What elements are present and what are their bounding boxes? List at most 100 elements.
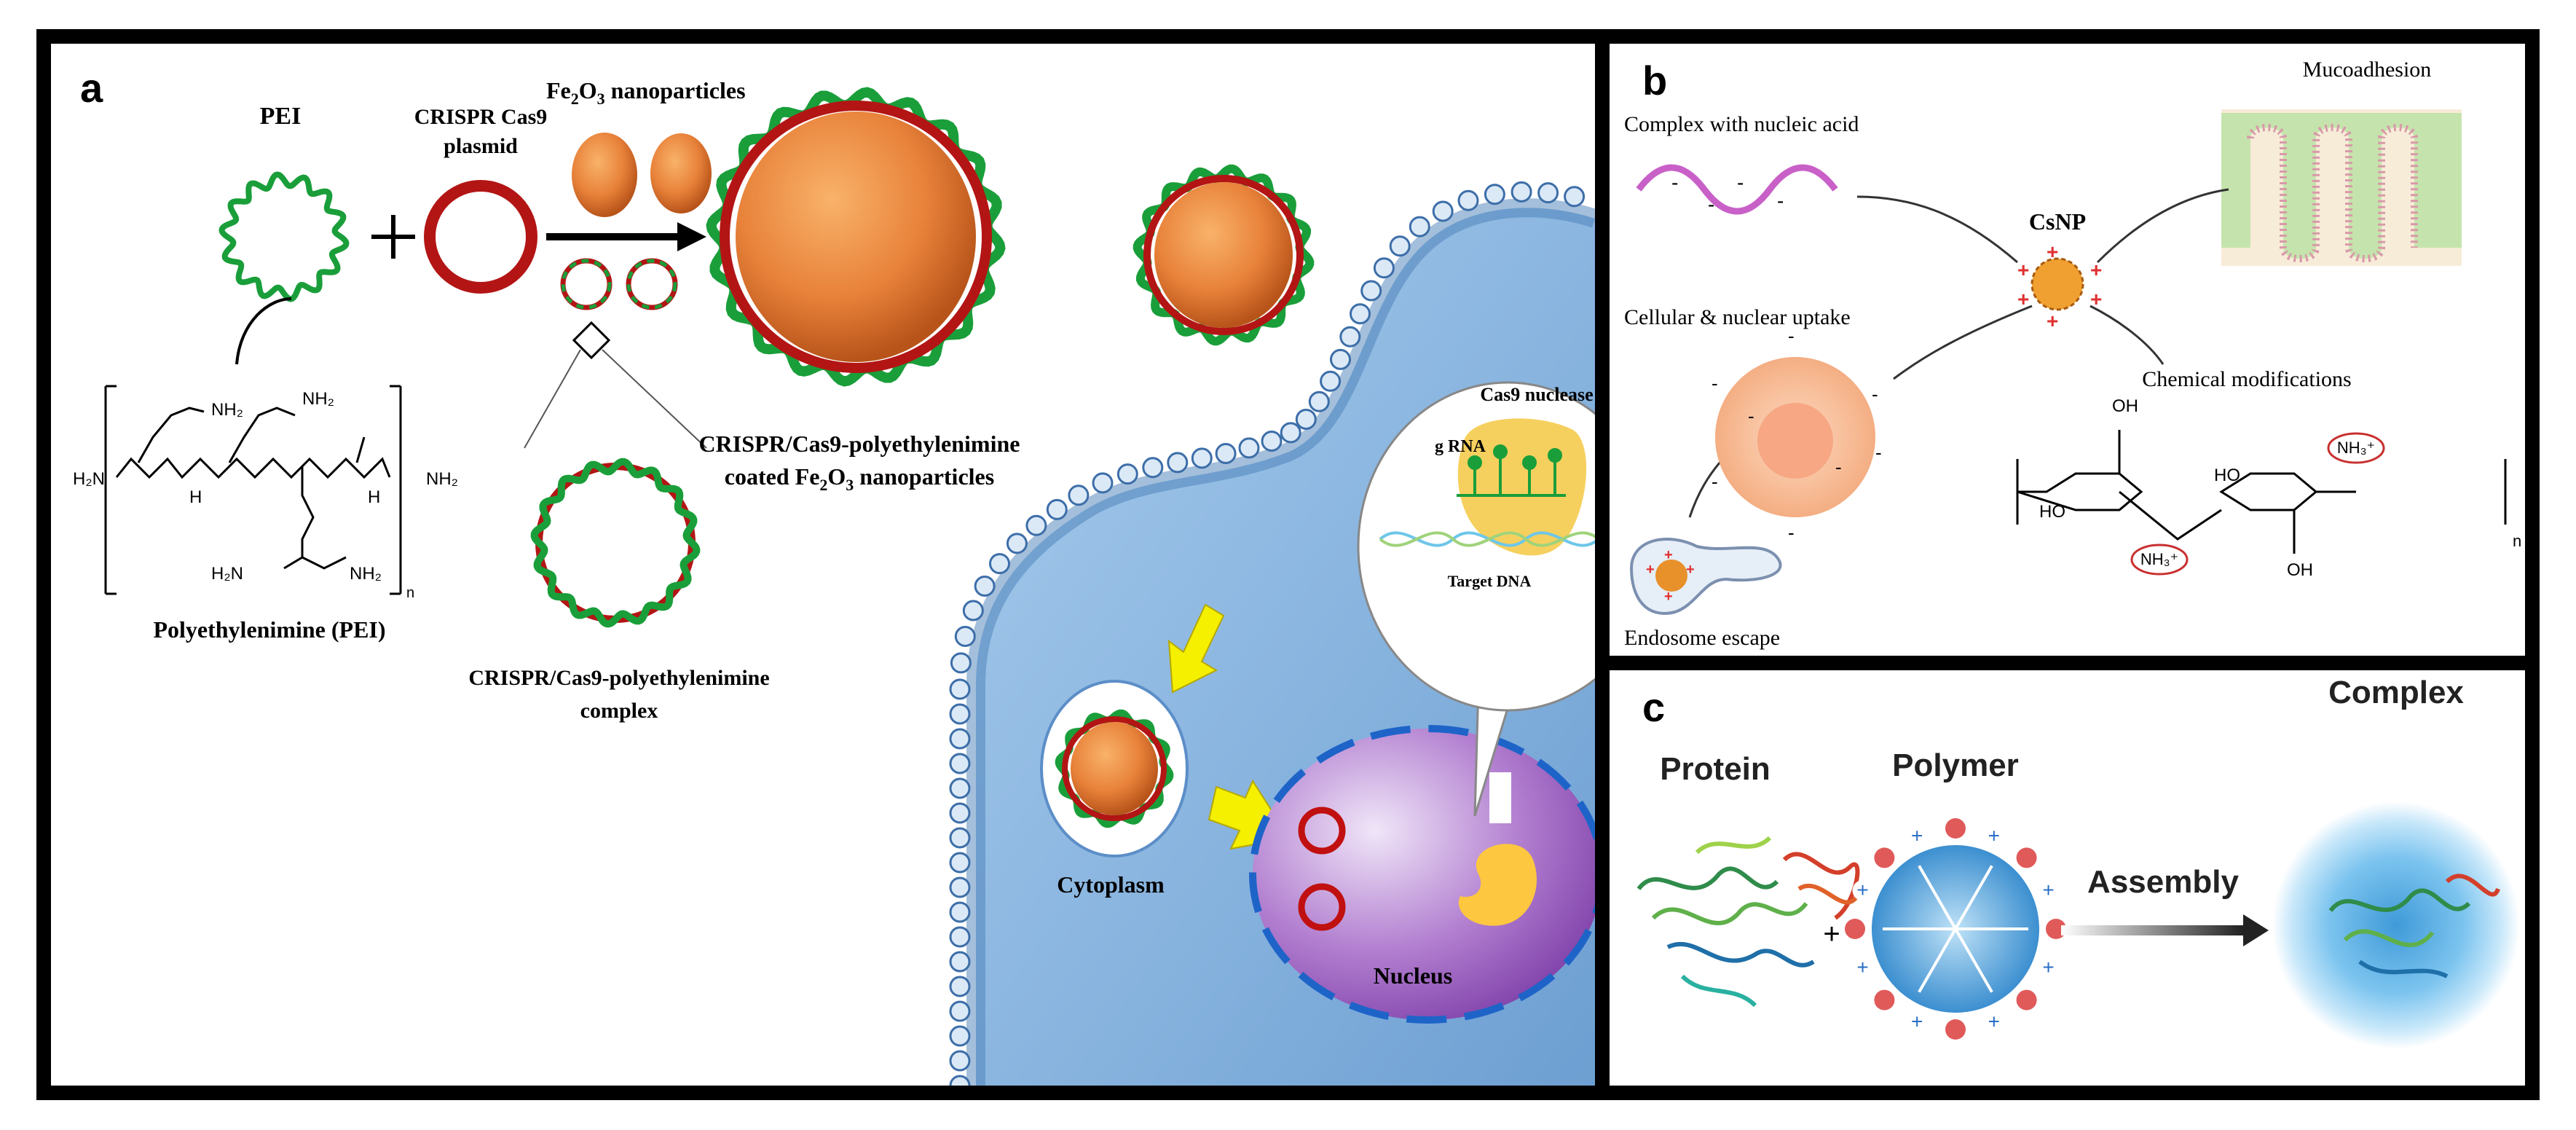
approaching-nanoparticle bbox=[1133, 164, 1315, 346]
svg-text:+: + bbox=[1686, 562, 1695, 578]
dendrimer-charge: + bbox=[1856, 956, 1868, 978]
complex-label-1: CRISPR/Cas9-polyethylenimine bbox=[468, 666, 769, 690]
nucleic-acid-wave bbox=[1636, 164, 1838, 215]
lipid-head bbox=[1006, 533, 1028, 554]
lipid-head bbox=[949, 1000, 971, 1022]
lipid-head bbox=[1142, 457, 1164, 479]
lipid-head bbox=[1068, 484, 1090, 506]
chem-ho2: HO bbox=[2214, 466, 2240, 485]
svg-text:-: - bbox=[1737, 171, 1744, 194]
dendrimer-bead bbox=[1852, 880, 1873, 901]
dendrimer-bead bbox=[1945, 1019, 1966, 1040]
dendrimer-charge: + bbox=[1911, 825, 1923, 847]
nh3-highlight-2 bbox=[2327, 432, 2385, 464]
lipid-head bbox=[989, 553, 1010, 575]
chem-oh2: OH bbox=[2287, 560, 2313, 580]
svg-text:-: - bbox=[1712, 471, 1718, 493]
chem-n-subscript: n bbox=[406, 585, 414, 601]
zoom-line-2 bbox=[602, 349, 707, 449]
dendrimer-charge: + bbox=[2042, 956, 2054, 978]
protein-structure bbox=[1636, 836, 1860, 1008]
cellular-uptake-label: Cellular & nuclear uptake bbox=[1624, 305, 1851, 329]
dendrimer-charge: + bbox=[1988, 825, 2000, 847]
complex-nucleic-label: Complex with nucleic acid bbox=[1624, 112, 1859, 136]
small-complex-1 bbox=[560, 258, 613, 310]
dendrimer-bead bbox=[1907, 1011, 1928, 1032]
svg-text:-: - bbox=[1835, 456, 1842, 478]
complex-label-2: complex bbox=[580, 699, 658, 723]
cell-charges: ---- ---- bbox=[1712, 325, 1882, 544]
assembly-label: Assembly bbox=[2087, 864, 2239, 900]
lipid-head bbox=[1373, 257, 1395, 279]
dendrimer-charge: + bbox=[1911, 1011, 1923, 1033]
lipid-head bbox=[1432, 200, 1454, 222]
panel-letter-a: a bbox=[80, 65, 103, 111]
lipid-head bbox=[974, 576, 996, 597]
lipid-head bbox=[1167, 452, 1189, 474]
svg-text:-: - bbox=[1777, 189, 1784, 212]
lipid-head bbox=[949, 703, 971, 725]
coated-nanoparticle-large bbox=[706, 87, 1006, 387]
dendrimer-charge: + bbox=[1856, 879, 1868, 901]
lipid-head bbox=[954, 626, 976, 647]
dendrimer-bead bbox=[1907, 825, 1928, 847]
lipid-head bbox=[1308, 391, 1330, 412]
dendrimer-branch bbox=[1918, 865, 1957, 930]
mucoadhesion-villi bbox=[2221, 109, 2462, 266]
nucleus-plasmid-2 bbox=[1298, 883, 1346, 931]
fe-np-label: Fe2O3 nanoparticles bbox=[546, 77, 746, 108]
chem-oh1: OH bbox=[2112, 396, 2138, 416]
dendrimer-branch bbox=[1954, 865, 1993, 930]
yellow-arrow-1 bbox=[1167, 603, 1225, 694]
chitosan-structure bbox=[2016, 430, 2507, 554]
lipid-head bbox=[1295, 409, 1317, 430]
lipid-head bbox=[949, 901, 971, 923]
panel-letter-c: c bbox=[1642, 684, 1665, 730]
svg-text:-: - bbox=[1671, 171, 1678, 194]
lipid-head bbox=[949, 976, 971, 997]
svg-text:+: + bbox=[2047, 240, 2058, 263]
g-rna-strands bbox=[1457, 444, 1566, 497]
pei-label: PEI bbox=[260, 103, 302, 130]
lipid-head bbox=[949, 777, 971, 799]
dendrimer-charge: + bbox=[1988, 1011, 2000, 1033]
lipid-head bbox=[949, 728, 971, 750]
svg-text:-: - bbox=[1875, 442, 1882, 463]
svg-text:+: + bbox=[2017, 259, 2029, 281]
panel-a: a PEI CRISPR Cas9 plasmid Fe2O3 nanopart… bbox=[51, 44, 1595, 1086]
panel-c-diagram: c Protein + Polymer ++++++++ Assembly Co… bbox=[1636, 675, 2520, 1049]
lipid-head bbox=[949, 827, 971, 849]
lipid-head bbox=[949, 951, 971, 973]
chem-nh2-right: NH₂ bbox=[426, 469, 458, 489]
svg-text:-: - bbox=[1788, 522, 1795, 544]
lipid-head bbox=[949, 1075, 971, 1086]
complex-label: Complex bbox=[2328, 675, 2464, 710]
coated-label-1: CRISPR/Cas9-polyethylenimine bbox=[699, 431, 1020, 457]
chem-n: n bbox=[2513, 532, 2521, 550]
lipid-head bbox=[1025, 514, 1047, 536]
coated-label-2: coated Fe2O3 nanoparticles bbox=[725, 463, 994, 494]
complex-sphere bbox=[2272, 801, 2520, 1049]
cell-nucleus bbox=[1757, 403, 1833, 479]
svg-text:+: + bbox=[1664, 547, 1673, 563]
lipid-head bbox=[1350, 303, 1371, 325]
lipid-head bbox=[950, 652, 972, 674]
dendrimer-bead bbox=[1983, 1011, 2004, 1032]
dendrimer-bead bbox=[1852, 957, 1873, 978]
lipid-head bbox=[1046, 498, 1068, 520]
assembly-arrow-head bbox=[2243, 914, 2269, 946]
lipid-head bbox=[949, 1025, 971, 1047]
chem-h-label-2: H bbox=[368, 487, 380, 507]
svg-text:-: - bbox=[1872, 383, 1878, 405]
zoomed-complex bbox=[530, 458, 701, 628]
dendrimer-charge: + bbox=[2042, 879, 2054, 901]
svg-text:+: + bbox=[1664, 589, 1673, 605]
target-dna-helix bbox=[1379, 531, 1595, 547]
panel-a-diagram: a PEI CRISPR Cas9 plasmid Fe2O3 nanopart… bbox=[73, 65, 1595, 1086]
pei-connector-line bbox=[235, 297, 292, 365]
chem-nh3-1: NH₃⁺ bbox=[2140, 550, 2178, 568]
chem-nh2-top1: NH₂ bbox=[211, 400, 243, 420]
plasmid-ring bbox=[424, 180, 537, 294]
dendrimer-bead bbox=[2038, 957, 2059, 978]
lipid-head bbox=[1261, 431, 1283, 452]
